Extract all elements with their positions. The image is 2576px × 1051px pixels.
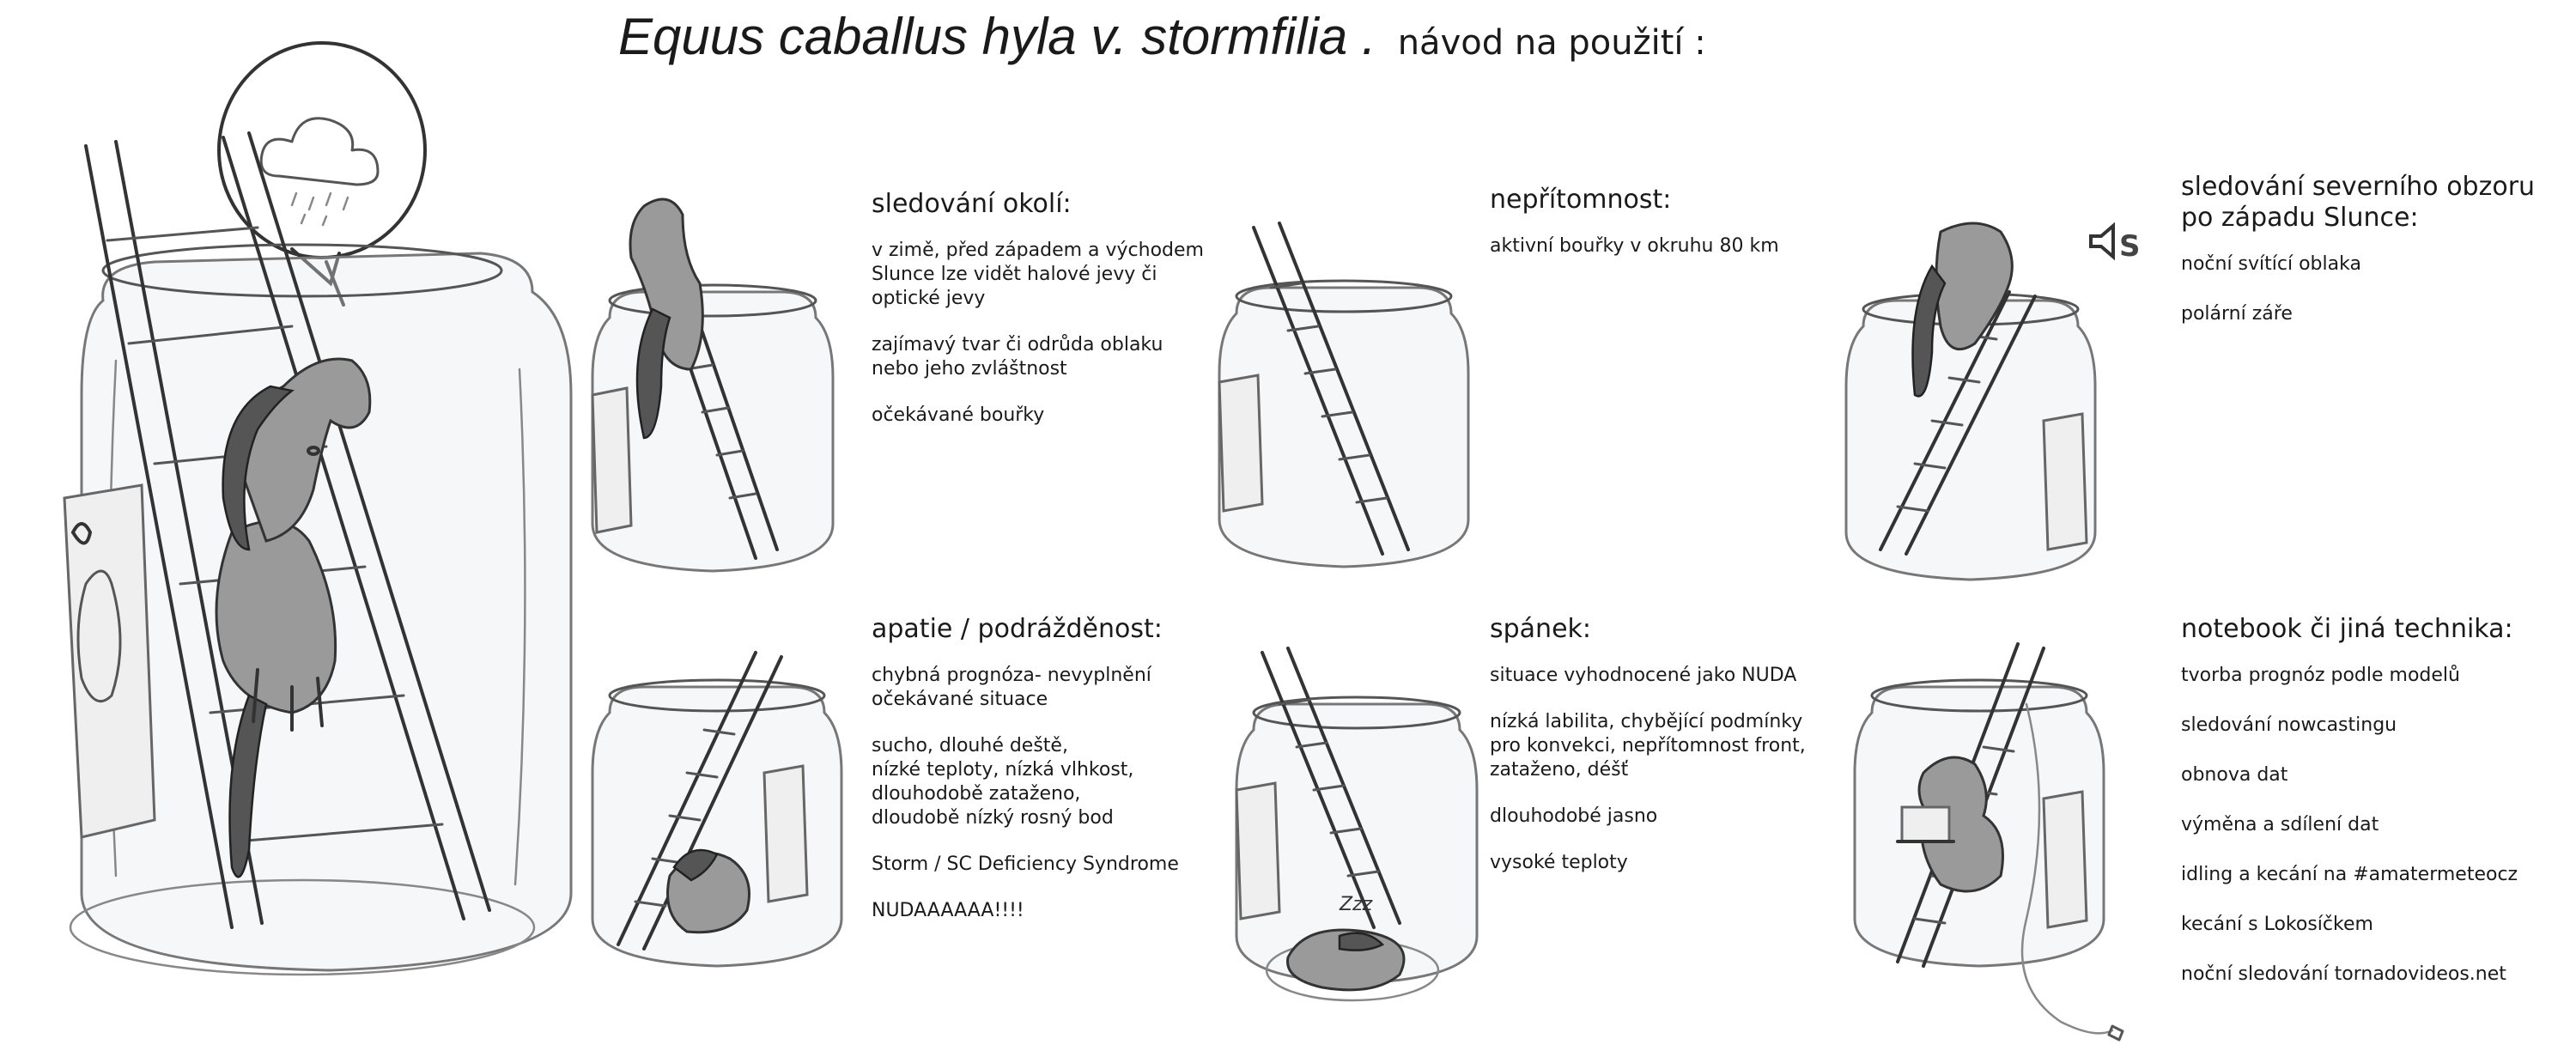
section-item: vysoké teploty — [1490, 852, 1628, 873]
section-heading: nepřítomnost: — [1490, 185, 1672, 215]
sketch-notebook — [1853, 635, 2164, 1048]
section-heading: sledování okolí: — [872, 189, 1072, 219]
section-heading: sledování severního obzoru po západu Slu… — [2181, 172, 2536, 233]
section-absence: nepřítomnost: aktivní bouřky v okruhu 80… — [1490, 185, 1850, 281]
section-item: tvorba prognóz podle modelů — [2181, 665, 2460, 686]
sketch-northern-horizon: S — [1844, 197, 2155, 601]
section-item: dlouhodobé jasno — [1490, 805, 1658, 827]
sound-letter-label: S — [2119, 229, 2141, 264]
section-northern-horizon: sledování severního obzoru po západu Slu… — [2181, 172, 2559, 352]
laptop-icon — [1896, 805, 1955, 843]
pony-icon — [215, 357, 372, 878]
section-item: sledování nowcastingu — [2181, 714, 2397, 736]
main-jar-sketch — [34, 17, 584, 1048]
section-apathy: apatie / podrážděnost: chybná prognóza- … — [872, 614, 1232, 945]
section-notebook: notebook či jiná technika: tvorba prognó… — [2181, 614, 2559, 1012]
section-item: obnova dat — [2181, 764, 2288, 786]
section-surroundings: sledování okolí: v zimě, před západem a … — [872, 189, 1232, 450]
section-item: situace vyhodnocené jako NUDA — [1490, 665, 1797, 686]
sketch-absence — [1218, 210, 1477, 597]
section-item: kecání s Lokosíčkem — [2181, 914, 2373, 935]
section-item: očekávané bouřky — [872, 404, 1045, 426]
sketch-surroundings — [591, 180, 850, 592]
section-item: noční sledování tornadovideos.net — [2181, 963, 2506, 985]
jar-label-icon — [63, 483, 156, 839]
section-heading: spánek: — [1490, 614, 1592, 644]
page-title: Equus caballus hyla v. stormfilia . návo… — [618, 7, 1706, 66]
sketch-apathy — [591, 651, 850, 1013]
section-item: NUDAAAAAA!!!! — [872, 900, 1024, 921]
section-item: aktivní bouřky v okruhu 80 km — [1490, 235, 1779, 257]
sleep-text-label: Zzz — [1339, 894, 1373, 915]
title-main: Equus caballus hyla v. stormfilia . — [618, 8, 1376, 65]
section-item: v zimě, před západem a východem Slunce l… — [872, 240, 1204, 309]
section-item: zajímavý tvar či odrůda oblaku nebo jeho… — [872, 334, 1163, 380]
sketch-sleep: Zzz — [1235, 635, 1485, 1013]
section-item: polární záře — [2181, 303, 2293, 325]
section-item: výměna a sdílení dat — [2181, 814, 2379, 835]
section-item: noční svítící oblaka — [2181, 253, 2361, 275]
section-item: sucho, dlouhé deště, nízké teploty, nízk… — [872, 735, 1134, 829]
section-item: chybná prognóza- nevyplnění očekávané si… — [872, 665, 1151, 710]
title-subtitle: návod na použití : — [1397, 23, 1706, 63]
speaker-icon — [2089, 222, 2115, 261]
section-heading: apatie / podrážděnost: — [872, 614, 1163, 644]
cable-icon — [2020, 702, 2124, 1042]
section-sleep: spánek: situace vyhodnocené jako NUDA ní… — [1490, 614, 1868, 897]
section-item: Storm / SC Deficiency Syndrome — [872, 854, 1179, 875]
section-item: nízká labilita, chybějící podmínky pro k… — [1490, 711, 1806, 781]
section-heading: notebook či jiná technika: — [2181, 614, 2513, 644]
section-item: idling a kecání na #amatermeteocz — [2181, 864, 2518, 885]
rain-cloud-icon — [259, 117, 380, 227]
